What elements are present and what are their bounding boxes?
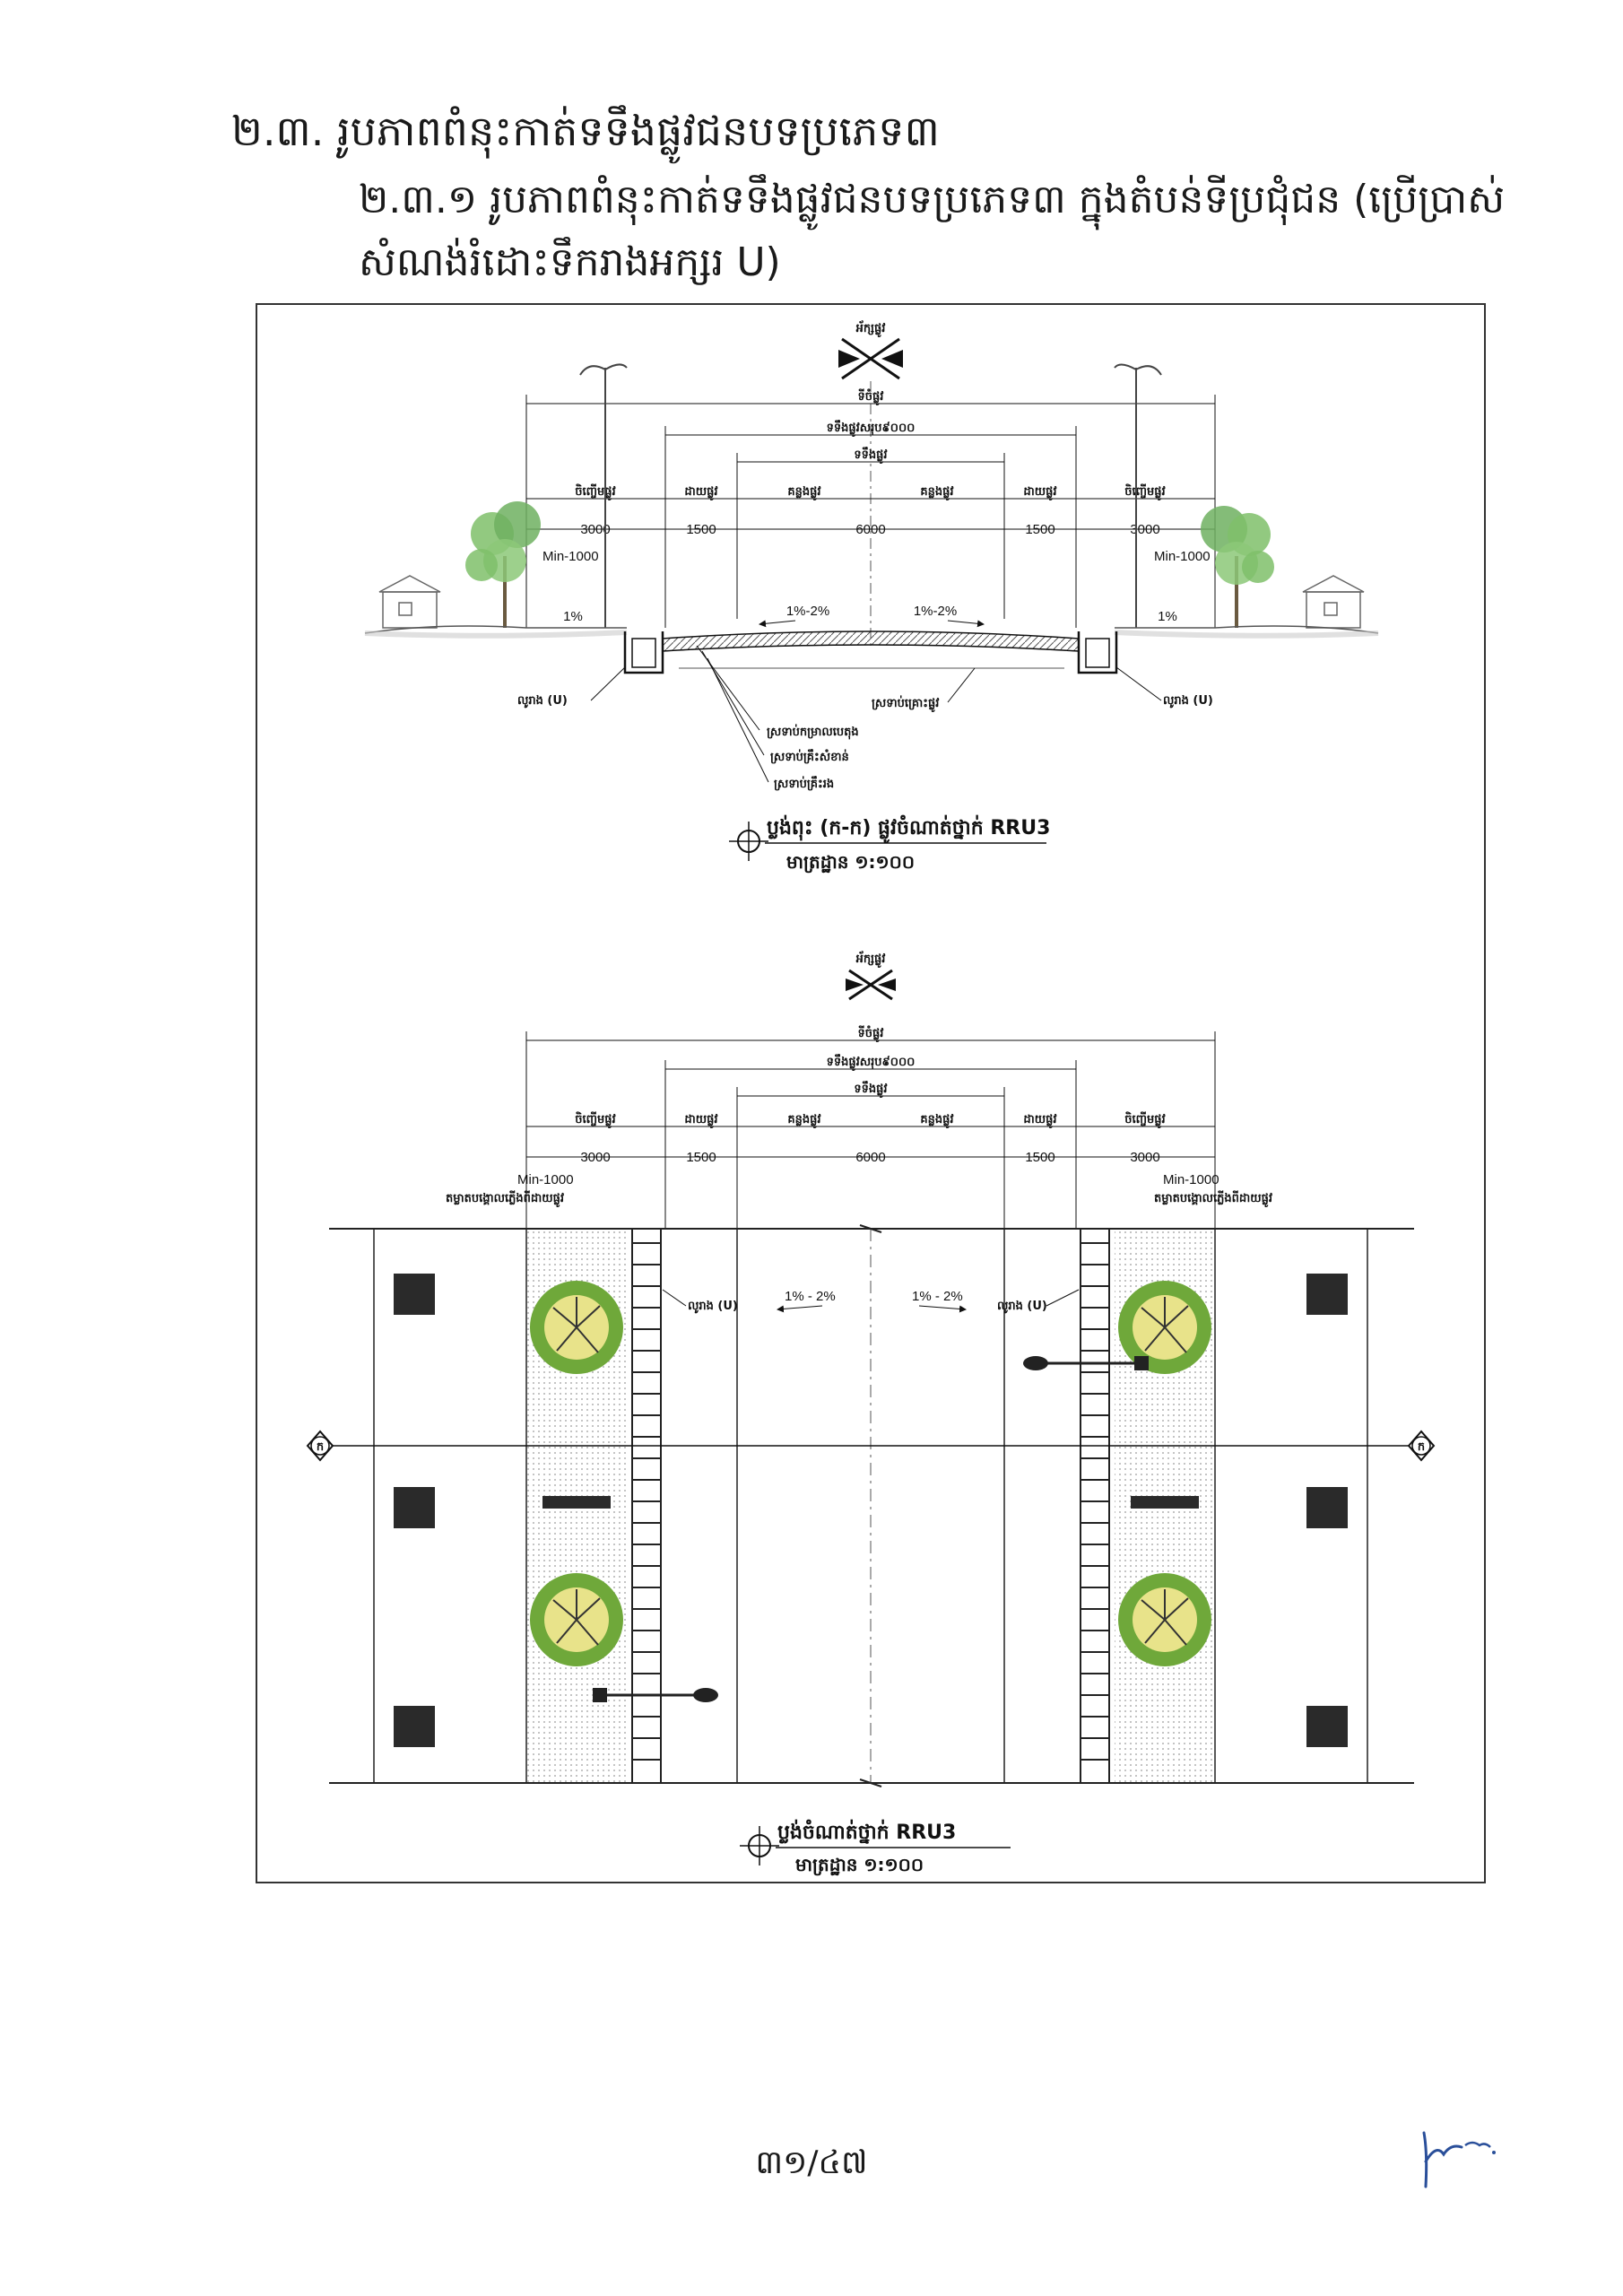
plan-drain-label-right: លូរាង (U): [997, 1300, 1047, 1314]
section-layer-1-label: ស្រទាប់កម្រាលបេតុង: [767, 724, 859, 740]
plan-dim-1500-left: 1500: [686, 1150, 716, 1165]
section-dim-1500-right: 1500: [1025, 522, 1055, 537]
light-pole-right-icon: [1114, 363, 1162, 628]
u-drain-plan-left: [631, 1229, 662, 1783]
section-dim-6000: 6000: [855, 522, 885, 537]
section-slope-mid-right: 1%-2%: [914, 604, 957, 619]
section-sidewalk-label-right: ចិញ្ចើមផ្លូវ: [1124, 483, 1165, 500]
section-cut-label-right: ក: [1418, 1440, 1425, 1454]
section-dim-3000-right: 3000: [1130, 522, 1159, 537]
plan-shoulder-label-right: ដាយផ្លូវ: [1023, 1113, 1056, 1128]
section-min-1000-left: Min-1000: [542, 549, 599, 564]
section-shoulder-label-left: ដាយផ្លូវ: [684, 485, 717, 500]
section-layer-2-label: ស្រទាប់គ្រឹះសំខាន់: [770, 749, 849, 764]
light-pole-left-icon: [579, 363, 628, 628]
section-drain-label-right: លូរាង (U): [1163, 694, 1213, 709]
cross-section: អ័ក្សផ្លូវ ទីចំផ្លូវ ទទឹងផ្លូវសរុប៩០០០ ទ…: [364, 320, 1379, 874]
plan-min-1000-right: Min-1000: [1163, 1172, 1219, 1187]
section-min-1000-right: Min-1000: [1154, 549, 1211, 564]
section-cut-marker-left-icon: [306, 1430, 334, 1462]
section-carriageway-total-label: ទទឹងផ្លូវសរុប៩០០០: [827, 420, 916, 437]
u-drain-left: [623, 631, 664, 674]
tree-left-icon: [465, 501, 541, 628]
plan-sidewalk-label-left: ចិញ្ចើមផ្លូវ: [575, 1111, 615, 1128]
section-scale: មាត្រដ្ឋាន ១:១០០: [786, 851, 915, 874]
plan-axis-symbol-icon: [846, 969, 896, 1001]
plan-title-marker-icon: [740, 1826, 779, 1866]
page-number: ៣១/៤៧: [755, 2144, 868, 2181]
tree-top-right-1-icon: [1118, 1281, 1211, 1374]
section-dim-1500-left: 1500: [686, 522, 716, 537]
tree-top-right-2-icon: [1118, 1573, 1211, 1666]
plan-lane-label-left: គន្លងផ្លូវ: [787, 1113, 820, 1128]
plan-lane-label-right: គន្លងផ្លូវ: [920, 1113, 953, 1128]
street-lamp-left-icon: [593, 1688, 718, 1702]
plan-shoulder-label-left: ដាយផ្លូវ: [684, 1113, 717, 1128]
plan-dim-3000-left: 3000: [580, 1150, 610, 1165]
section-slope-right: 1%: [1158, 609, 1177, 624]
plan-total-width-label: ទីចំផ្លូវ: [858, 1025, 884, 1042]
section-shoulder-label-right: ដាយផ្លូវ: [1023, 485, 1056, 500]
tree-top-left-1-icon: [530, 1281, 623, 1374]
initials-signature: [1422, 2131, 1496, 2188]
plan-drain-label-left: លូរាង (U): [688, 1300, 738, 1314]
plan-axis-label: អ័ក្សផ្លូវ: [855, 951, 886, 968]
section-title-marker-icon: [729, 822, 768, 861]
section-cut-marker-right-icon: [1407, 1430, 1436, 1462]
plan-slope-left: 1% - 2%: [785, 1289, 836, 1304]
section-lane-label-left: គន្លងផ្លូវ: [787, 485, 820, 500]
section-dim-3000-left: 3000: [580, 522, 610, 537]
tree-top-left-2-icon: [530, 1573, 623, 1666]
plan-dim-1500-right: 1500: [1025, 1150, 1055, 1165]
section-lane-label-right: គន្លងផ្លូវ: [920, 485, 953, 500]
section-cut-label-left: ក: [317, 1440, 324, 1454]
section-slope-mid-left: 1%-2%: [786, 604, 829, 619]
plan-title: ប្លង់ចំណាត់ថ្នាក់ RRU3: [777, 1819, 956, 1844]
drawing-svg: អ័ក្សផ្លូវ ទីចំផ្លូវ ទទឹងផ្លូវសរុប៩០០០ ទ…: [306, 320, 1436, 1876]
house-left-icon: [378, 575, 441, 629]
section-heading: ២.៣. រូបភាពពំនុះកាត់ទទឹងផ្លូវជនបទប្រភេទ៣: [231, 107, 940, 155]
plan-carriageway-total-label: ទទឹងផ្លូវសរុប៩០០០: [827, 1054, 916, 1071]
section-road-base-label: ស្រទាប់គ្រោះផ្លូវ: [872, 695, 939, 712]
plan-carriageway-label: ទទឹងផ្លូវ: [854, 1081, 887, 1098]
section-title: ប្លង់ពុះ (ក-ក) ផ្លូវចំណាត់ថ្នាក់ RRU3: [767, 814, 1050, 844]
section-drain-label-left: លូរាង (U): [517, 694, 568, 709]
section-slope-left: 1%: [563, 609, 583, 624]
u-drain-plan-right: [1080, 1229, 1110, 1783]
plan-scale: មាត្រដ្ឋាន ១:១០០: [795, 1854, 924, 1876]
section-layer-3-label: ស្រទាប់គ្រឹះរង: [774, 776, 834, 791]
plan-dim-3000-right: 3000: [1130, 1150, 1159, 1165]
plan-slope-right: 1% - 2%: [912, 1289, 963, 1304]
street-lamp-right-icon: [1023, 1356, 1149, 1370]
section-axis-label: អ័ក្សផ្លូវ: [855, 320, 886, 337]
section-carriageway-label: ទទឹងផ្លូវ: [854, 447, 887, 464]
drawing-frame: អ័ក្សផ្លូវ ទីចំផ្លូវ ទទឹងផ្លូវសរុប៩០០០ ទ…: [256, 303, 1486, 1883]
tree-right-icon: [1201, 506, 1274, 628]
plan-pole-note-left: តម្លាតបង្គោលភ្លើងពីដាយផ្លូវ: [446, 1190, 564, 1207]
section-total-width-label: ទីចំផ្លូវ: [858, 388, 884, 405]
plan-pole-note-right: តម្លាតបង្គោលភ្លើងពីដាយផ្លូវ: [1154, 1190, 1272, 1207]
section-sidewalk-label-left: ចិញ្ចើមផ្លូវ: [575, 483, 615, 500]
plan-min-1000-left: Min-1000: [517, 1172, 574, 1187]
subsection-heading: ២.៣.១ រូបភាពពំនុះកាត់ទទឹងផ្លូវជនបទប្រភេទ…: [359, 177, 1506, 285]
plan-dim-6000: 6000: [855, 1150, 885, 1165]
house-right-icon: [1302, 575, 1365, 629]
plan-view: អ័ក្សផ្លូវ ទីចំផ្លូវ ទទឹងផ្លូវសរុប៩០០០ ទ…: [306, 951, 1436, 1876]
u-drain-right: [1077, 631, 1118, 674]
axis-symbol-icon: [838, 337, 903, 380]
building-blocks: [394, 1274, 1348, 1747]
plan-sidewalk-label-right: ចិញ្ចើមផ្លូវ: [1124, 1111, 1165, 1128]
